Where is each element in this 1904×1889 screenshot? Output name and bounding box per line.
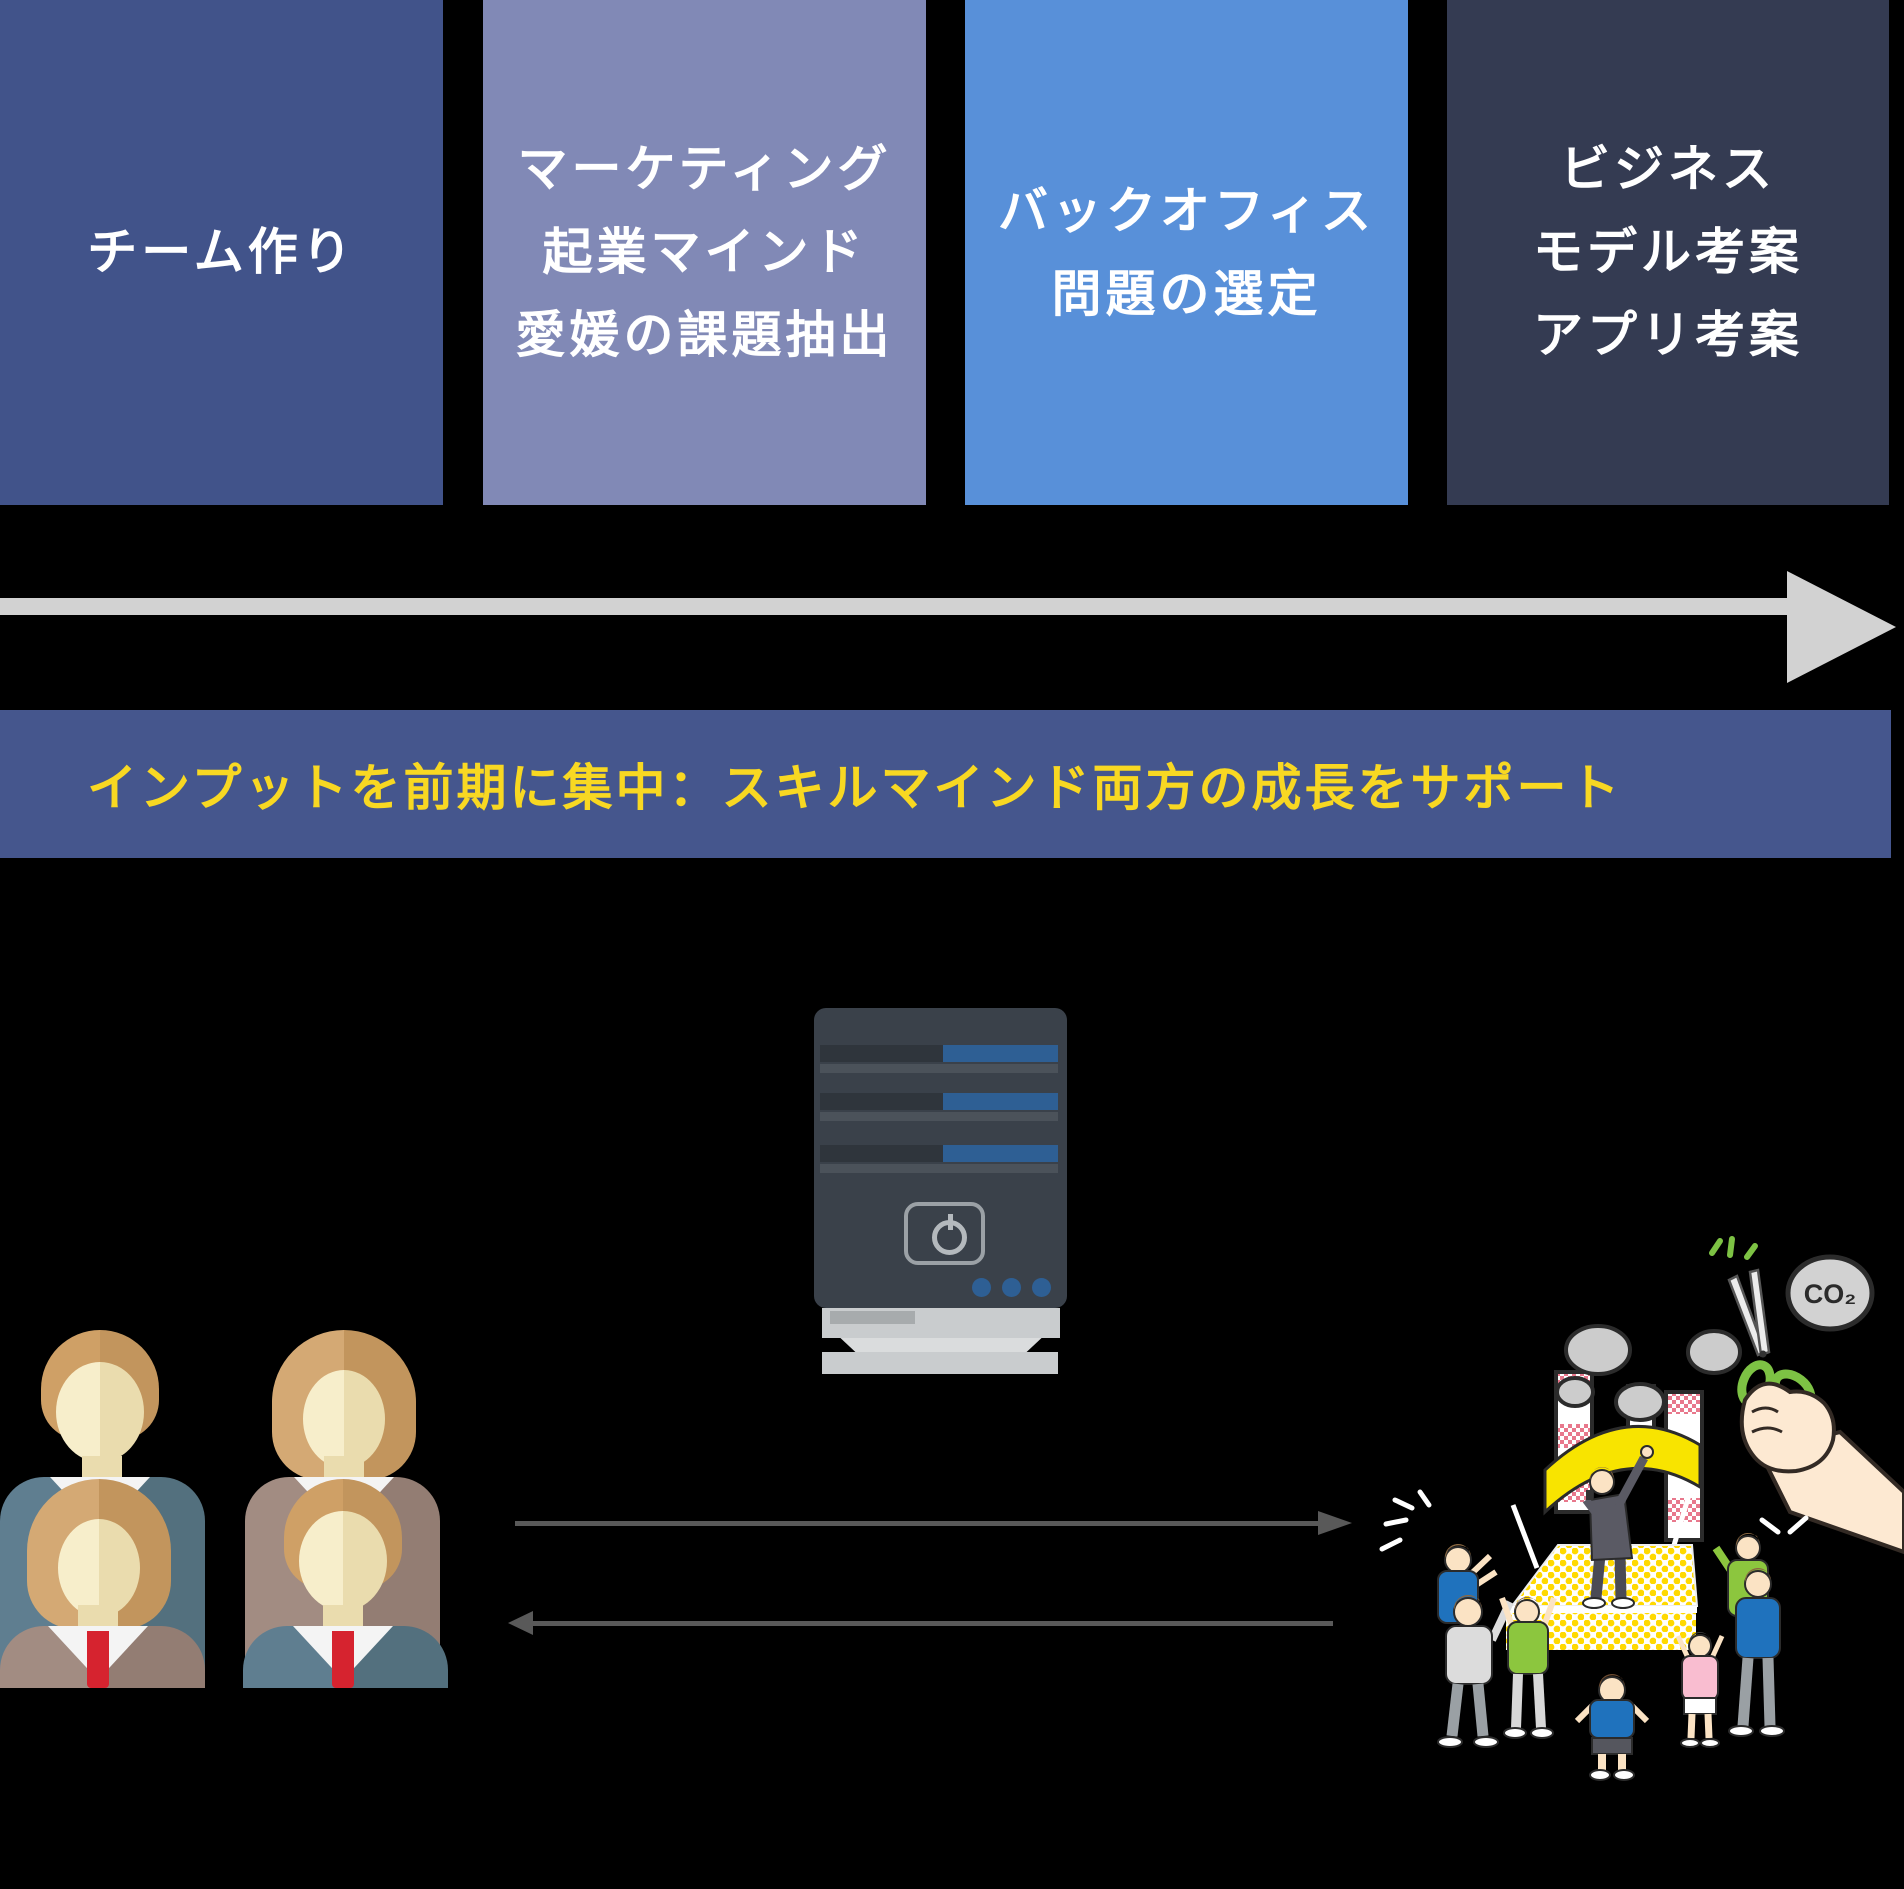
arrow-left-icon [508, 1611, 533, 1635]
server-base-notch [830, 1311, 915, 1324]
co2-label: CO₂ [1804, 1279, 1857, 1309]
phase-label: マーケティング [517, 141, 892, 197]
face [58, 1519, 140, 1617]
phase-box-backoffice: バックオフィス 問題の選定 [965, 0, 1408, 505]
phase-label: モデル考案 [1533, 224, 1803, 280]
face [303, 1370, 385, 1468]
server-status-dot [972, 1278, 991, 1297]
arrow-right-icon [1787, 571, 1896, 683]
server-base [822, 1352, 1058, 1374]
yellow-banner-arc [1510, 1425, 1702, 1569]
phase-label: チーム作り [87, 224, 356, 280]
speaker-figure [1582, 1445, 1654, 1609]
phase-label: バックオフィス [998, 182, 1375, 239]
co2-cloud: CO₂ [1785, 1254, 1875, 1332]
hand-icon [1739, 1381, 1904, 1555]
server-slot [820, 1045, 943, 1062]
phase-box-marketing: マーケティング 起業マインド 愛媛の課題抽出 [483, 0, 926, 505]
flow-arrow-left-shaft [533, 1621, 1333, 1626]
phase-box-business-model: ビジネス モデル考案 アプリ考案 [1447, 0, 1889, 505]
sparkle-white [1379, 1489, 1809, 1552]
server-slot-led [943, 1045, 1058, 1062]
phase-label: 問題の選定 [1051, 265, 1322, 322]
avatar-front-left-female [0, 1479, 205, 1688]
tie [87, 1631, 109, 1688]
phase-label: アプリ考案 [1533, 307, 1803, 363]
server-slot [820, 1093, 943, 1110]
server-slot-led [943, 1145, 1058, 1162]
sparkle-green [1709, 1236, 1758, 1260]
phase-label: ビジネス [1560, 141, 1776, 197]
phase-label: 愛媛の課題抽出 [515, 307, 894, 363]
server-slot [820, 1145, 943, 1162]
face [56, 1362, 144, 1462]
phase-box-team-building: チーム作り [0, 0, 443, 505]
tie [332, 1631, 354, 1688]
smoke-puffs [1555, 1324, 1742, 1422]
server-status-dot [1032, 1278, 1051, 1297]
server-tower [814, 1008, 1067, 1308]
server-slot-led [943, 1093, 1058, 1110]
phase-label: 起業マインド [542, 224, 867, 280]
power-bar [948, 1214, 953, 1230]
timeline-arrow-shaft [0, 598, 1790, 615]
server-vent [820, 1164, 1058, 1173]
co2-cutting-scene-icon: CO₂ [1379, 1236, 1904, 1781]
power-icon [904, 1202, 985, 1265]
input-support-banner: インプットを前期に集中：スキルマインド両方の成長をサポート [0, 710, 1891, 858]
flow-arrow-right-shaft [515, 1521, 1318, 1526]
banner-text: インプットを前期に集中：スキルマインド両方の成長をサポート [87, 760, 1623, 816]
server-vent [820, 1064, 1058, 1073]
server-base [840, 1338, 1042, 1352]
avatar-front-right-male [243, 1479, 448, 1688]
arrow-right-icon [1318, 1511, 1352, 1535]
server-vent [820, 1112, 1058, 1121]
face [299, 1511, 387, 1611]
crowd-figures [1437, 1532, 1785, 1781]
server-status-dot [1002, 1278, 1021, 1297]
server-icon [814, 1008, 1067, 1374]
